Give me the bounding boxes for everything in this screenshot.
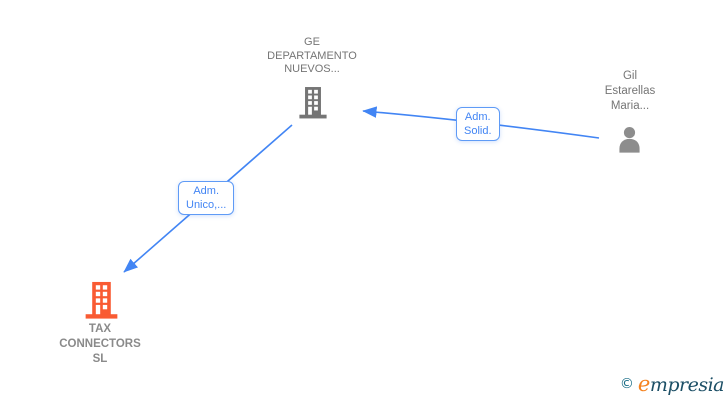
- edge-label-adm-solid[interactable]: Adm. Solid.: [456, 107, 500, 141]
- building-icon[interactable]: [84, 281, 119, 324]
- empresia-logo[interactable]: ©empresia: [619, 372, 725, 396]
- person-icon[interactable]: [616, 126, 643, 160]
- edge-label-adm-unico[interactable]: Adm. Unico,...: [178, 181, 235, 215]
- copyright-icon: ©: [619, 376, 634, 392]
- node-label-gil-estarellas[interactable]: Gil Estarellas Maria...: [604, 70, 656, 112]
- node-label-ge-departamento[interactable]: GE DEPARTAMENTO NUEVOS...: [267, 36, 357, 75]
- logo-brand-rest: mpresia: [649, 374, 725, 396]
- node-label-tax-connectors[interactable]: TAX CONNECTORS SL: [59, 323, 141, 365]
- logo-brand-first-letter: e: [637, 372, 650, 396]
- building-icon[interactable]: [298, 86, 328, 124]
